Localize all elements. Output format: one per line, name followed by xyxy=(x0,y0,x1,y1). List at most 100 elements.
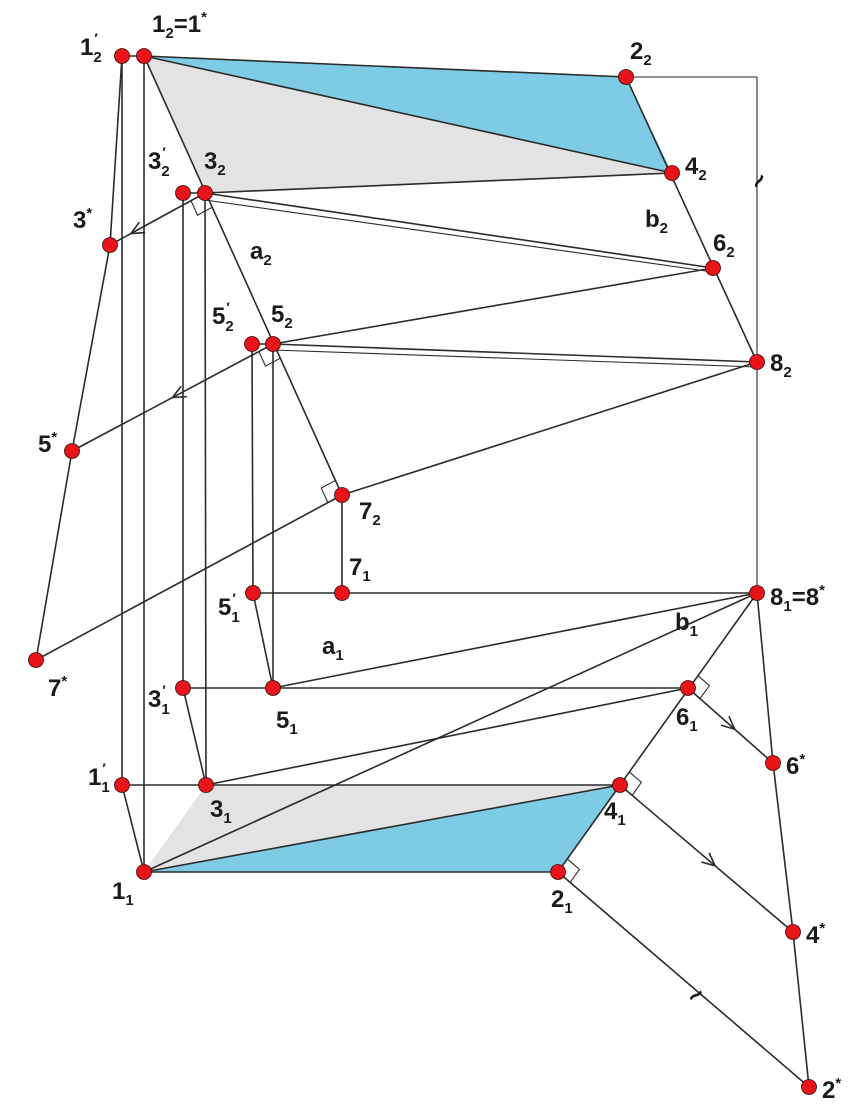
right-angle-mark-2-1 xyxy=(566,858,581,883)
point-2_2 xyxy=(618,69,634,85)
point-5s xyxy=(64,443,80,459)
chain-6s-4s xyxy=(772,762,794,933)
line-label-b1: b1 xyxy=(675,609,699,640)
line-b2 xyxy=(625,76,758,363)
arrow-5s xyxy=(170,385,187,399)
chain-3s-5s xyxy=(71,244,111,452)
line-label-a2: a2 xyxy=(250,238,272,269)
point-4_1 xyxy=(612,777,628,793)
edge-52-82 xyxy=(272,343,758,363)
line-a2 xyxy=(143,55,343,496)
edge-51-81 xyxy=(272,592,758,689)
point-7_2 xyxy=(334,487,350,503)
edge-31-61 xyxy=(205,687,689,786)
point-label-6_2: 62 xyxy=(713,230,735,261)
point-3_2p xyxy=(175,185,191,201)
point-label-5s: 5* xyxy=(38,429,58,458)
point-label-1_2p: 1′2 xyxy=(80,30,102,66)
point-1_2 xyxy=(136,48,152,64)
point-label-7s: 7* xyxy=(48,673,68,702)
edge-52-82-double xyxy=(272,349,758,368)
edge-32-62-double xyxy=(204,199,714,273)
point-label-3_1: 31 xyxy=(210,796,232,827)
point-4_2 xyxy=(664,165,680,181)
point-3_1 xyxy=(198,777,214,793)
arrow-6s xyxy=(720,715,737,731)
point-label-6_1: 61 xyxy=(676,704,698,735)
perp-72-7s xyxy=(35,494,343,661)
right-angle-mark-4-1 xyxy=(628,771,643,796)
chain-4s-2s xyxy=(792,931,810,1088)
right-angle-mark-3-2 xyxy=(190,200,212,217)
chain-12p-3s xyxy=(109,55,123,246)
proj-line-5p xyxy=(251,343,254,594)
point-5_2 xyxy=(265,336,281,352)
point-label-7_1: 71 xyxy=(349,554,371,585)
edge-52-62 xyxy=(272,267,714,345)
edge-12-42 xyxy=(143,55,673,174)
point-6_2 xyxy=(705,260,721,276)
point-label-7_2: 72 xyxy=(359,498,381,529)
point-5_1 xyxy=(265,680,281,696)
right-angle-mark-5-2 xyxy=(258,351,280,367)
point-2s xyxy=(801,1079,817,1095)
point-label-3_1p: 3′1 xyxy=(148,682,170,718)
point-2_1 xyxy=(550,864,566,880)
perp-21-2s xyxy=(557,871,810,1088)
point-1_2p xyxy=(114,48,130,64)
point-label-1_1: 11 xyxy=(112,878,134,909)
proj-line-3 xyxy=(204,192,207,786)
line-a1 xyxy=(143,592,758,873)
perp-41-4s xyxy=(619,784,794,933)
point-8_2 xyxy=(749,354,765,370)
point-label-2s: 2* xyxy=(822,1075,842,1104)
arrow-3s xyxy=(129,221,146,235)
point-1_1p xyxy=(114,777,130,793)
edge-12-22 xyxy=(143,55,627,78)
point-label-4s: 4* xyxy=(806,920,826,949)
right-angle-mark-7-2 xyxy=(320,479,336,503)
point-label-8_1: 81=8* xyxy=(770,582,825,615)
point-label-5_2: 52 xyxy=(271,301,293,332)
arrow-4s xyxy=(701,852,717,868)
tie-31 xyxy=(182,687,207,786)
point-label-5_1: 51 xyxy=(276,707,298,738)
chain-81-6s xyxy=(756,592,774,764)
point-label-2_1: 21 xyxy=(551,886,573,917)
point-label-5_1p: 5′1 xyxy=(218,590,240,626)
edge-11-41 xyxy=(143,784,621,873)
line-b1 xyxy=(557,592,758,873)
point-5_1p xyxy=(245,585,261,601)
point-3_1p xyxy=(175,680,191,696)
line-label-b2: b2 xyxy=(645,206,669,237)
point-label-6s: 6* xyxy=(786,751,806,780)
point-label-4_1: 41 xyxy=(604,798,626,829)
point-label-3s: 3* xyxy=(73,205,93,234)
right-angle-mark-6-1 xyxy=(697,674,711,699)
chain-5s-7s xyxy=(35,450,73,661)
perp-32-3s xyxy=(109,192,206,246)
point-label-8_2: 82 xyxy=(770,350,792,381)
point-label-3_2: 32 xyxy=(204,148,226,179)
point-3_2 xyxy=(197,185,213,201)
point-3s xyxy=(102,237,118,253)
edge-32-62 xyxy=(204,192,714,269)
point-label-5_2p: 5′2 xyxy=(212,299,234,335)
point-4s xyxy=(785,924,801,940)
point-7_1 xyxy=(334,585,350,601)
point-5_2p xyxy=(244,336,260,352)
point-1_1 xyxy=(136,864,152,880)
line-label-a1: a1 xyxy=(322,633,344,664)
plane-gray-upper xyxy=(144,56,672,193)
edge-32-42 xyxy=(204,172,673,194)
tie-11 xyxy=(121,784,145,873)
perp-61-6s xyxy=(687,687,774,764)
point-6s xyxy=(765,755,781,771)
point-7s xyxy=(28,652,44,668)
point-label-3_2p: 3′2 xyxy=(148,144,170,180)
point-8_1 xyxy=(749,585,765,601)
point-label-1_2: 12=1* xyxy=(152,9,207,42)
tie-51 xyxy=(252,592,274,689)
